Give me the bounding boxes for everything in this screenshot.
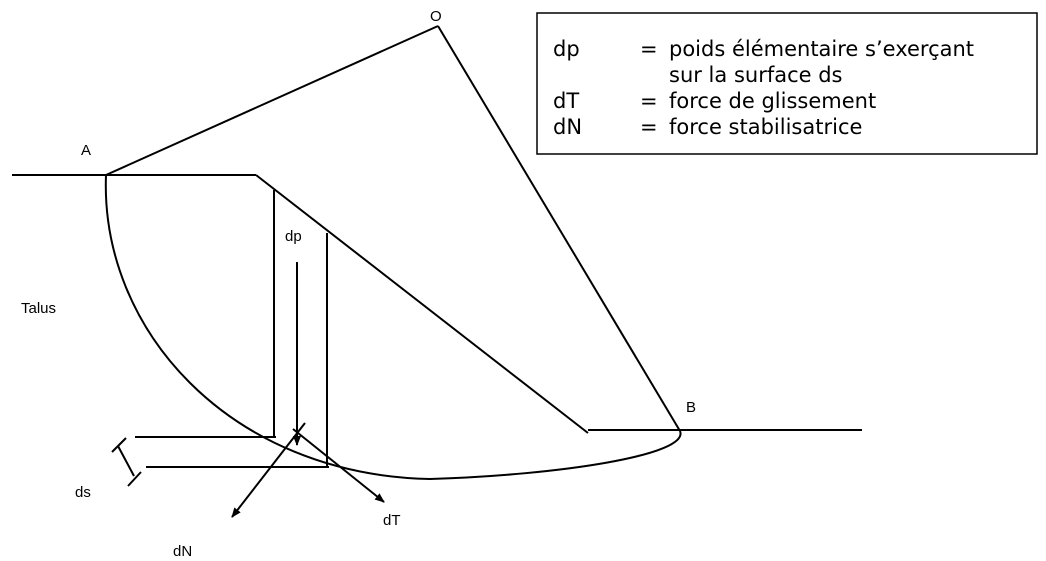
point-b-label: B [686,399,696,416]
dp-label: dp [285,228,302,245]
legend-row-4-symbol: dN [553,115,582,139]
ds-tick-bottom [127,471,142,487]
legend-row-4-text: force stabilisatrice [669,115,862,139]
legend-row-1-eq: = [640,37,658,61]
legend-row-4-eq: = [640,115,658,139]
legend-row-3-symbol: dT [553,89,579,113]
legend: dp = poids élémentaire s’exerçant sur la… [536,12,1038,155]
legend-row-3-eq: = [640,89,658,113]
ds-label: ds [75,484,91,501]
point-a-label: A [81,142,91,159]
legend-row-2-text: sur la surface ds [669,63,843,87]
legend-row-1-text: poids élémentaire s’exerçant [669,37,974,61]
ds-tick-top [111,437,127,453]
radius-line-b [437,25,681,432]
legend-box [536,12,1038,155]
point-o-label: O [430,8,442,25]
dt-force-arrow [292,428,385,503]
talus-label: Talus [21,300,56,317]
legend-row-1-symbol: dp [553,37,580,61]
dn-label: dN [173,543,192,560]
slip-circle-arc [104,174,682,481]
ds-dimension-line [117,445,135,477]
slope-face-line [255,174,589,434]
dn-force-arrow [231,422,306,518]
radius-line-a [105,25,439,176]
dt-label: dT [383,512,401,529]
legend-row-3-text: force de glissement [669,89,876,113]
